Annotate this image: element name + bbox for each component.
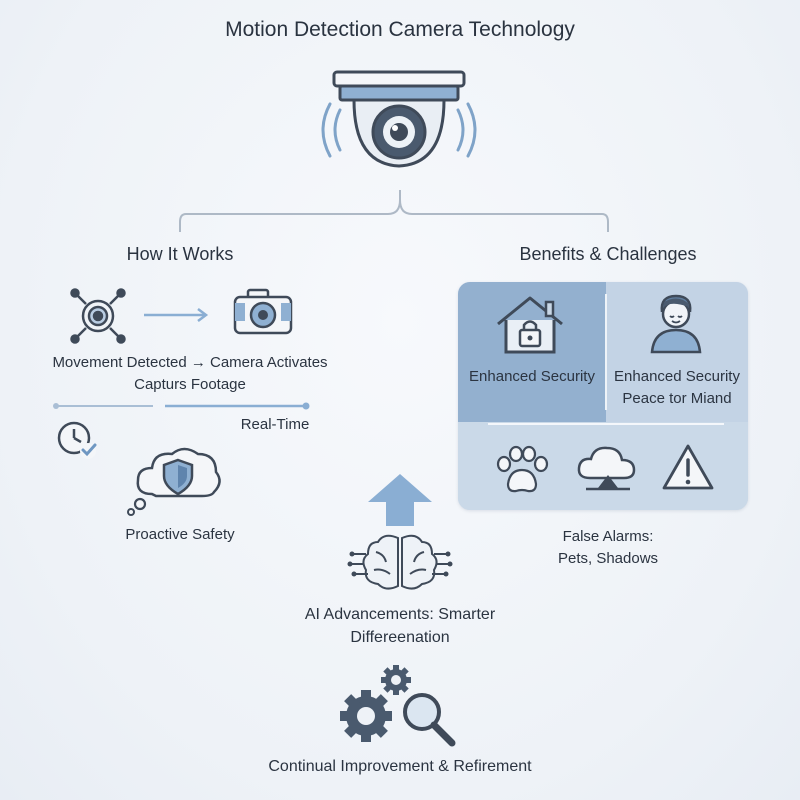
clock-check-icon [57, 421, 97, 459]
false-alarms-line1: False Alarms: [562, 528, 654, 545]
benefit-cell-peace: Enhanced Security Peace tor Miand [606, 282, 748, 422]
false-alarms-line2: Pets, Shadows [557, 550, 659, 567]
paw-icon [496, 445, 549, 493]
how-it-works-heading: How It Works [126, 244, 234, 264]
benefits-panel: Enhanced Security Enhanced Security Peac… [458, 282, 748, 510]
ai-line1: AI Advancements: Smarter [304, 606, 496, 623]
camera-icon [233, 288, 293, 335]
footer-label: Continual Improvement & Refirement [268, 758, 532, 775]
camera-dome-icon [321, 70, 477, 168]
challenges-row [458, 422, 748, 510]
proactive-label: Proactive Safety [125, 526, 235, 543]
benefit-cell-security: Enhanced Security [458, 282, 606, 422]
flow-text-line1: Movement Detected → Camera Activates [52, 354, 328, 371]
flow-text-line2: Capturs Footage [134, 376, 246, 393]
panel-divider [605, 294, 607, 410]
cloud-shadow-icon [577, 446, 636, 491]
flow-arrow [144, 308, 209, 322]
up-arrow-icon [368, 474, 432, 526]
motion-sensor-icon [70, 288, 126, 344]
realtime-label: Real-Time [240, 416, 310, 433]
timeline-line [53, 402, 310, 410]
shield-cloud-icon [127, 447, 221, 516]
person-icon [650, 294, 702, 354]
cell-right-line1: Enhanced Security [614, 368, 740, 385]
gears-magnifier-icon [340, 665, 456, 747]
warning-icon [662, 444, 714, 490]
house-lock-icon [497, 296, 563, 354]
cell-right-line2: Peace tor Miand [622, 390, 732, 407]
ai-line2: Differeenation [350, 629, 450, 646]
benefits-heading: Benefits & Challenges [519, 244, 697, 264]
divider [488, 423, 724, 425]
cell-left-label: Enhanced Security [469, 368, 595, 385]
brain-circuit-icon [347, 534, 453, 590]
page-title: Motion Detection Camera Technology [225, 18, 575, 41]
